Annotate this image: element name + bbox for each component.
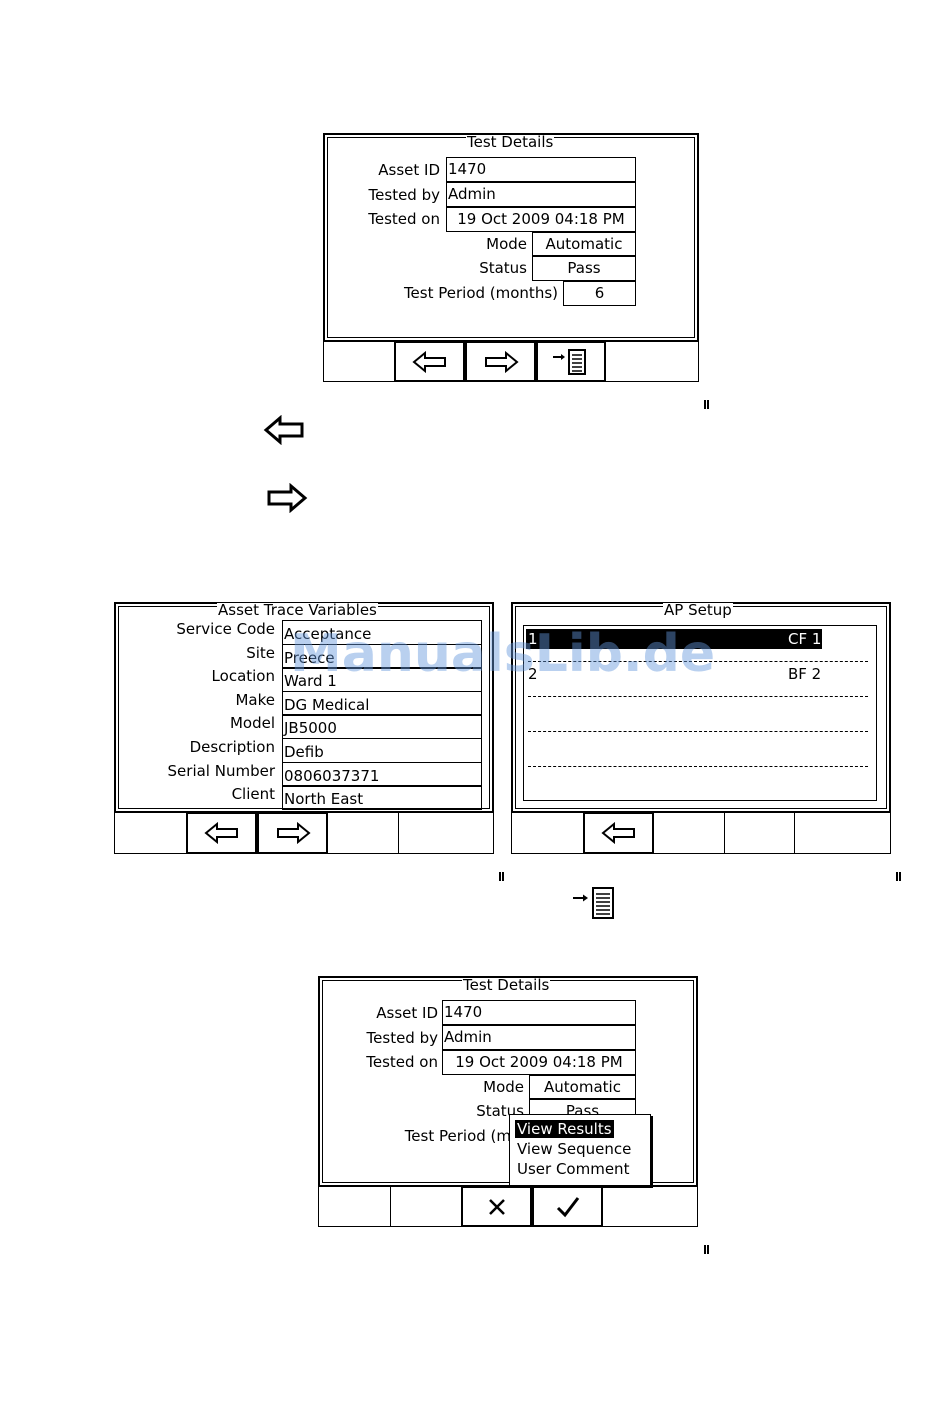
mode-label: Mode <box>486 235 527 253</box>
softkey-back[interactable] <box>583 812 654 854</box>
mode-label: Mode <box>483 1078 524 1096</box>
softkey-5[interactable] <box>603 1187 697 1226</box>
tested-on-label: Tested on <box>368 210 440 228</box>
softkey-back[interactable] <box>394 341 465 382</box>
softkey-4[interactable] <box>328 813 398 853</box>
asset-id-label: Asset ID <box>378 161 440 179</box>
item-number: 1 <box>528 630 538 648</box>
softkey-2[interactable] <box>390 1187 461 1226</box>
softkey-1[interactable] <box>319 1187 390 1226</box>
right-arrow-icon <box>484 350 519 373</box>
field-value[interactable]: JB5000 <box>282 714 482 740</box>
softkey-forward[interactable] <box>257 812 328 854</box>
softkey-5[interactable] <box>398 813 493 853</box>
softkey-forward[interactable] <box>465 341 536 382</box>
test-period-label: Test Period (months) <box>403 284 558 302</box>
applied-part-list: 1 CF 1 2 BF 2 <box>523 625 877 801</box>
menu-item-user-comment[interactable]: User Comment <box>517 1160 630 1178</box>
field-label: Make <box>235 690 275 709</box>
item-number: 2 <box>528 665 538 683</box>
right-arrow-icon <box>267 483 308 513</box>
page-mark-2 <box>499 872 504 881</box>
tested-on-field[interactable]: 19 Oct 2009 04:18 PM <box>442 1050 636 1075</box>
field-label: Client <box>231 785 275 804</box>
softkey-bar <box>115 812 493 854</box>
options-popup-menu: View Results View Sequence User Comment <box>509 1114 651 1186</box>
mode-field[interactable]: Automatic <box>532 232 636 256</box>
tested-on-field[interactable]: 19 Oct 2009 04:18 PM <box>446 207 636 232</box>
test-period-label: Test Period (m <box>404 1127 511 1145</box>
softkey-bar <box>512 812 890 854</box>
field-label: Location <box>211 667 275 686</box>
field-value[interactable]: DG Medical <box>282 690 482 716</box>
softkey-cancel[interactable] <box>461 1186 532 1227</box>
softkey-options[interactable] <box>536 341 606 382</box>
left-arrow-icon <box>411 350 446 373</box>
softkey-confirm[interactable] <box>532 1186 603 1227</box>
softkey-bar <box>319 1186 697 1227</box>
tested-by-field[interactable]: Admin <box>442 1025 636 1050</box>
status-label: Status <box>479 259 527 277</box>
field-value[interactable]: 0806037371 <box>282 761 482 787</box>
field-value[interactable]: North East <box>282 785 482 811</box>
tested-by-field[interactable]: Admin <box>446 182 636 207</box>
softkey-4[interactable] <box>724 813 794 853</box>
menu-item-view-sequence[interactable]: View Sequence <box>517 1140 632 1158</box>
item-value: BF 2 <box>788 665 822 683</box>
asset-id-label: Asset ID <box>376 1004 438 1022</box>
field-label: Model <box>229 714 275 733</box>
confirm-check-icon <box>556 1196 579 1217</box>
field-label: Site <box>246 643 275 662</box>
list-item-2[interactable]: 2 BF 2 <box>526 664 868 684</box>
menu-item-view-results[interactable]: View Results <box>515 1120 614 1138</box>
field-label: Serial Number <box>167 761 275 780</box>
softkey-bar <box>324 341 698 382</box>
test-details-screen-2: Test Details Asset ID 1470 Tested by Adm… <box>318 976 698 1227</box>
screen-title: Asset Trace Variables <box>217 601 378 619</box>
test-period-field[interactable]: 6 <box>563 281 636 306</box>
softkey-1[interactable] <box>324 342 394 381</box>
softkey-5[interactable] <box>606 342 698 381</box>
test-details-screen-1: Test Details Asset ID 1470 Tested by Adm… <box>323 133 699 382</box>
save-to-list-icon <box>553 348 586 375</box>
softkey-5[interactable] <box>794 813 890 853</box>
tested-on-label: Tested on <box>366 1053 438 1071</box>
list-item-1[interactable]: 1 CF 1 <box>526 629 868 649</box>
screen-title: Test Details <box>466 133 555 151</box>
page-mark-3 <box>896 872 901 881</box>
field-value[interactable]: Defib <box>282 738 482 763</box>
asset-id-field[interactable]: 1470 <box>442 1000 636 1025</box>
right-arrow-icon <box>276 822 311 844</box>
softkey-3[interactable] <box>654 813 724 853</box>
screen-title: Test Details <box>462 976 551 994</box>
asset-id-field[interactable]: 1470 <box>446 157 636 182</box>
watermark: ManualsLib.de <box>290 624 716 684</box>
mode-field[interactable]: Automatic <box>529 1075 636 1099</box>
status-field[interactable]: Pass <box>532 256 636 281</box>
field-label: Service Code <box>176 620 275 638</box>
item-value: CF 1 <box>788 630 822 648</box>
screen-title: AP Setup <box>663 601 733 619</box>
left-arrow-icon <box>263 415 304 445</box>
left-arrow-icon <box>600 822 635 844</box>
cancel-x-icon <box>488 1198 505 1215</box>
page-mark-4 <box>704 1245 709 1254</box>
save-to-list-icon <box>573 887 614 919</box>
ap-setup-screen: AP Setup 1 CF 1 2 BF 2 <box>511 602 891 854</box>
tested-by-label: Tested by <box>366 1029 438 1047</box>
tested-by-label: Tested by <box>368 186 440 204</box>
field-label: Description <box>189 738 275 756</box>
left-arrow-icon <box>203 822 238 844</box>
softkey-1[interactable] <box>115 813 186 853</box>
page-mark-1 <box>704 400 709 409</box>
softkey-back[interactable] <box>186 812 257 854</box>
softkey-1[interactable] <box>512 813 583 853</box>
